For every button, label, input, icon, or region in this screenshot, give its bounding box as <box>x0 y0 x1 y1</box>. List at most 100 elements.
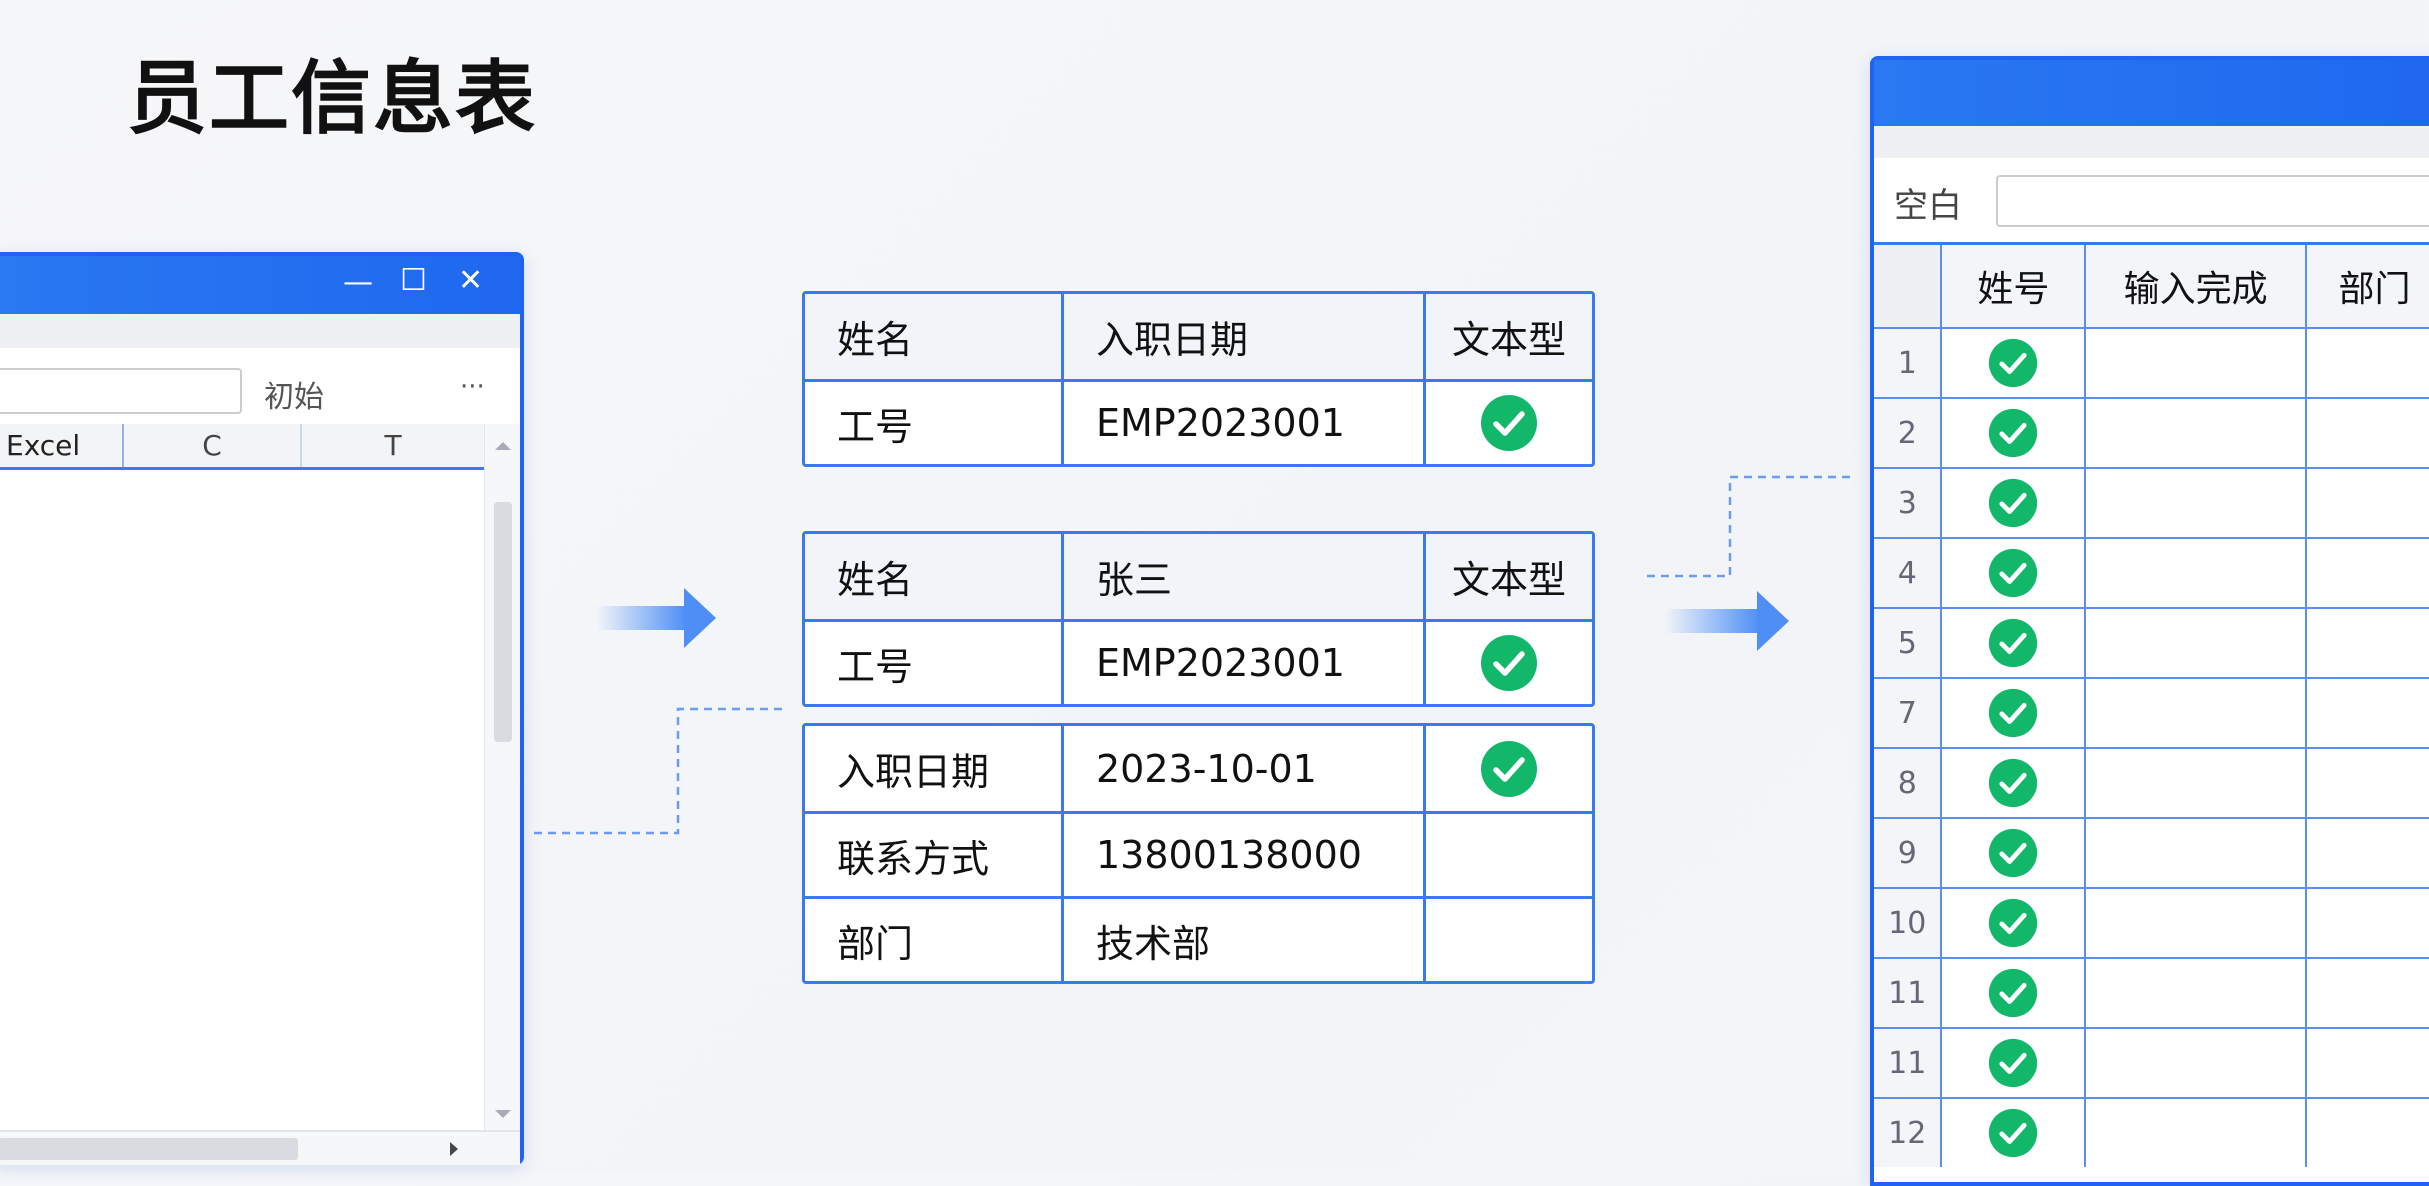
horizontal-scrollbar[interactable] <box>0 1130 520 1165</box>
table-row: 1 <box>1874 327 2429 397</box>
department-cell[interactable] <box>2307 469 2429 537</box>
status-cell[interactable] <box>1942 539 2087 607</box>
corner-cell[interactable] <box>1874 245 1943 327</box>
input-complete-cell[interactable] <box>2086 679 2308 747</box>
type-cell[interactable] <box>1423 382 1592 464</box>
input-complete-cell[interactable] <box>2086 329 2308 397</box>
page-title: 员工信息表 <box>127 52 537 145</box>
input-complete-cell[interactable] <box>2086 469 2308 537</box>
department-cell[interactable] <box>2307 889 2429 957</box>
column-header[interactable]: 姓号 <box>1942 245 2087 327</box>
row-number[interactable]: 11 <box>1874 1029 1943 1097</box>
close-button[interactable]: ✕ <box>458 263 484 298</box>
row-number[interactable]: 2 <box>1874 399 1943 467</box>
row-number[interactable]: 5 <box>1874 609 1943 677</box>
vertical-scrollbar[interactable] <box>484 424 520 1132</box>
column-header[interactable]: 输入完成 <box>2086 245 2308 327</box>
status-cell[interactable] <box>1942 399 2087 467</box>
type-cell[interactable]: 文本型 <box>1423 294 1592 379</box>
field-value-cell[interactable]: 2023-10-01 <box>1061 726 1423 811</box>
field-name-cell[interactable]: 姓名 <box>837 558 914 602</box>
department-cell[interactable] <box>2307 749 2429 817</box>
status-cell[interactable] <box>1942 959 2087 1027</box>
column-header[interactable]: Excel <box>0 424 124 467</box>
column-header[interactable]: C <box>124 424 302 467</box>
department-cell[interactable] <box>2307 399 2429 467</box>
column-header[interactable]: T <box>384 429 402 462</box>
type-cell[interactable] <box>1423 814 1592 896</box>
field-name-cell[interactable]: 姓名 <box>837 318 914 362</box>
row-number[interactable]: 9 <box>1874 819 1943 887</box>
department-cell[interactable] <box>2307 539 2429 607</box>
check-icon <box>1988 688 2038 738</box>
row-number[interactable]: 7 <box>1874 679 1943 747</box>
scrollbar-thumb[interactable] <box>0 1138 298 1160</box>
input-complete-cell[interactable] <box>2086 889 2308 957</box>
field-value-cell[interactable]: EMP2023001 <box>1061 382 1423 464</box>
scroll-up-icon[interactable] <box>495 442 511 450</box>
row-number[interactable]: 8 <box>1874 749 1943 817</box>
input-complete-cell[interactable] <box>2086 749 2308 817</box>
scroll-right-icon[interactable] <box>450 1142 458 1156</box>
field-name-cell[interactable]: 入职日期 <box>837 750 990 794</box>
department-cell[interactable] <box>2307 959 2429 1027</box>
table-row: 入职日期 2023-10-01 <box>805 726 1592 811</box>
status-cell[interactable] <box>1942 469 2087 537</box>
row-number[interactable]: 4 <box>1874 539 1943 607</box>
field-value-cell[interactable]: 入职日期 <box>1061 294 1423 379</box>
maximize-button[interactable]: ☐ <box>400 263 427 298</box>
row-number[interactable]: 3 <box>1874 469 1943 537</box>
department-cell[interactable] <box>2307 609 2429 677</box>
department-cell[interactable] <box>2307 329 2429 397</box>
scrollbar-thumb[interactable] <box>494 502 512 742</box>
row-number[interactable]: 11 <box>1874 959 1943 1027</box>
input-complete-cell[interactable] <box>2086 1029 2308 1097</box>
department-cell[interactable] <box>2307 679 2429 747</box>
field-name-cell[interactable]: 工号 <box>837 404 914 449</box>
type-cell[interactable] <box>1423 899 1592 981</box>
formula-input[interactable] <box>1996 175 2429 227</box>
field-name-cell[interactable]: 部门 <box>837 921 914 966</box>
table-row: 10 <box>1874 887 2429 957</box>
department-cell[interactable] <box>2307 1099 2429 1167</box>
input-complete-cell[interactable] <box>2086 609 2308 677</box>
status-cell[interactable] <box>1942 1099 2087 1167</box>
status-cell[interactable] <box>1942 329 2087 397</box>
department-cell[interactable] <box>2307 819 2429 887</box>
scroll-down-icon[interactable] <box>495 1110 511 1118</box>
column-header[interactable]: 部门 <box>2307 245 2429 327</box>
minimize-button[interactable]: — <box>343 265 373 300</box>
input-complete-cell[interactable] <box>2086 959 2308 1027</box>
input-complete-cell[interactable] <box>2086 539 2308 607</box>
input-complete-cell[interactable] <box>2086 399 2308 467</box>
type-cell[interactable] <box>1423 726 1592 811</box>
field-name-cell[interactable]: 工号 <box>837 644 914 689</box>
type-cell[interactable]: 文本型 <box>1423 534 1592 619</box>
field-value-cell[interactable]: 13800138000 <box>1061 814 1423 896</box>
input-complete-cell[interactable] <box>2086 1099 2308 1167</box>
status-cell[interactable] <box>1942 1029 2087 1097</box>
name-box-input[interactable] <box>0 368 242 414</box>
check-icon <box>1988 1038 2038 1088</box>
status-cell[interactable] <box>1942 749 2087 817</box>
table-row: 9 <box>1874 817 2429 887</box>
department-cell[interactable] <box>2307 1029 2429 1097</box>
status-cell[interactable] <box>1942 609 2087 677</box>
status-cell[interactable] <box>1942 679 2087 747</box>
status-cell[interactable] <box>1942 889 2087 957</box>
row-number[interactable]: 12 <box>1874 1099 1943 1167</box>
field-label: 空白 <box>1894 186 1962 226</box>
status-cell[interactable] <box>1942 819 2087 887</box>
field-value-cell[interactable]: 张三 <box>1061 534 1423 619</box>
check-icon <box>1988 968 2038 1018</box>
field-value-cell[interactable]: EMP2023001 <box>1061 622 1423 704</box>
more-icon[interactable]: ··· <box>460 372 485 402</box>
field-value-cell[interactable]: 技术部 <box>1061 899 1423 981</box>
connector-left <box>534 707 782 835</box>
row-number[interactable]: 1 <box>1874 329 1943 397</box>
row-number[interactable]: 10 <box>1874 889 1943 957</box>
field-name-cell[interactable]: 联系方式 <box>837 836 990 881</box>
check-icon <box>1988 338 2038 388</box>
type-cell[interactable] <box>1423 622 1592 704</box>
input-complete-cell[interactable] <box>2086 819 2308 887</box>
